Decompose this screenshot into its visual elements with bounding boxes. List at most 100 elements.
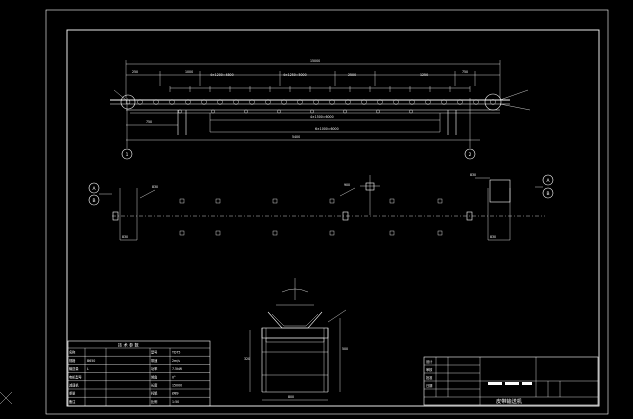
axis-bubble-A-left [88,182,100,194]
param-cell: 1:50 [172,400,179,404]
idler-roller [201,99,207,105]
tail-pulley [120,94,136,110]
return-roller [178,109,182,114]
idler-roller [217,99,223,105]
svg-text:A: A [92,186,95,192]
return-roller [409,109,413,114]
param-cell: 长度 [151,383,158,388]
title-cell-review: 审核 [426,367,433,372]
idler-roller [457,99,463,105]
title-cell-approve: 批准 [426,375,433,380]
plan-label-left: 830 [152,185,158,189]
section-dim-leg: 320 [244,357,250,361]
param-cell: 功率 [151,366,158,371]
idler-roller [361,99,367,105]
plan-dim-br: 830 [490,235,496,239]
dim-overall-top: 15000 [310,59,320,63]
title-block: 设计 审核 批准 日期 皮带输送机 [423,356,599,406]
bolt-hole [272,230,278,236]
plan-view: 830 830 900 830 830 A B A B [88,173,554,241]
idler-roller [249,99,255,105]
return-roller [343,109,347,114]
title-cell-date: 日期 [426,383,432,388]
param-cell: 托辊 [151,391,158,396]
param-cell: B650 [87,359,95,363]
param-cell: L [87,367,89,371]
dim-seg-4: 4×1250=5000 [283,73,307,77]
idler-roller [313,99,319,105]
bolt-hole [437,230,443,236]
idler-roller [281,99,287,105]
idler-roller [473,99,479,105]
idler-roller [233,99,239,105]
param-cell: 0° [172,375,176,379]
bolt-hole [179,198,185,204]
return-roller [310,109,314,114]
param-cell: 名称 [69,350,76,355]
idler-roller [393,99,399,105]
param-cell: 比例 [151,399,157,404]
parameter-table-heading: 技 术 参 数 [118,342,140,349]
dim-seg-5: 2500 [348,73,356,77]
bolt-hole [437,198,443,204]
plan-label-right: 830 [470,173,476,177]
idler-roller [329,99,335,105]
idler-roller [169,99,175,105]
dim-lower-3: 6×1000=6000 [315,127,339,131]
idler-roller [265,99,271,105]
axis-bubble-A-right [542,174,554,186]
param-cell: 2m/s [172,359,180,363]
axis-bubble-1 [121,148,133,160]
idler-roller [409,99,415,105]
idler-roller [425,99,431,105]
param-cell: 输送量 [69,366,79,371]
idler-roller [137,99,143,105]
title-cell-design: 设计 [426,359,433,364]
svg-text:2: 2 [469,152,472,158]
bolt-hole [389,230,395,236]
dim-seg-2: 1000 [185,70,193,74]
bolt-hole [389,198,395,204]
section-dim-height: 500 [342,347,348,351]
param-cell: 倾角 [151,374,157,379]
param-cell: 减速机 [69,383,79,388]
dim-seg-7: 750 [462,70,468,74]
axis-bubble-B-right [542,187,554,199]
bolt-hole [329,230,335,236]
dim-lower-2: 4×1500=6000 [310,115,334,119]
param-cell: 带速 [151,358,158,363]
param-cell: 15000 [172,384,182,388]
section-dim-width: 800 [288,395,294,399]
plan-label-mid: 900 [344,183,350,187]
idler-roller [441,99,447,105]
cross-section-view: 800 500 320 [244,278,348,401]
param-cell: TD75 [171,351,180,355]
svg-text:A: A [546,178,549,184]
bolt-hole [329,198,335,204]
axis-bubble-B-left [88,194,100,206]
param-cell: 7.5kW [172,367,183,371]
outer-border [45,9,609,415]
return-roller [244,109,248,114]
plan-dim-bl: 830 [122,235,128,239]
bolt-hole [215,230,221,236]
bolt-hole [215,198,221,204]
return-roller [376,109,380,114]
param-cell: 规格 [69,358,76,363]
section-cross-beam [261,327,329,339]
bolt-hole [179,230,185,236]
inner-border [66,29,600,407]
return-roller [277,109,281,114]
dim-seg-1: 250 [132,70,138,74]
svg-text:1: 1 [126,152,129,158]
head-pulley [484,93,502,111]
dim-lower-4: 5400 [292,135,300,139]
svg-text:B: B [92,198,95,204]
svg-text:B: B [546,191,549,197]
crosshair-cursor-icon [0,391,13,405]
param-cell: Ø89 [172,391,179,396]
idler-roller [185,99,191,105]
param-cell: 备注 [69,399,76,404]
dim-seg-3: 4×1200=4800 [210,73,234,77]
